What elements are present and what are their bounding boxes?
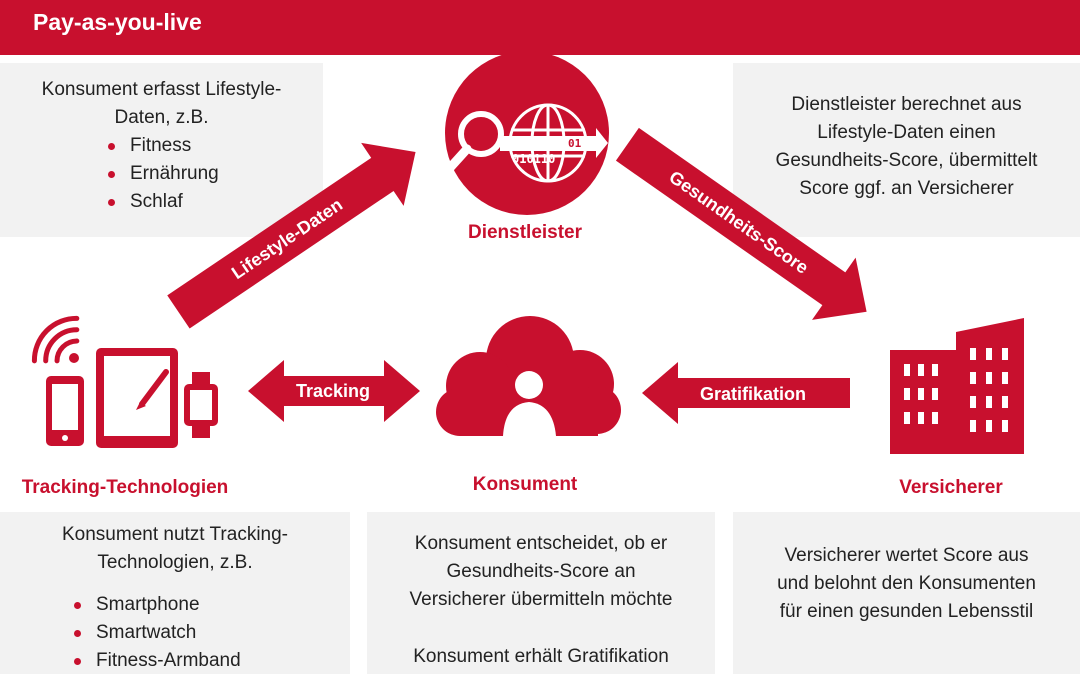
box-line: Versicherer übermitteln möchte [409,589,673,610]
list-item: Fitness [102,132,323,160]
page-title: Pay-as-you-live [33,9,202,35]
arrow-tracking: Tracking [248,360,420,422]
box-text: Konsument entscheidet, ob er Gesundheits… [367,530,715,671]
arrow-gratifikation: Gratifikation [642,362,850,424]
bullet-list: Fitness Ernährung Schlaf [0,132,323,216]
list-item: Smartphone [68,591,350,619]
box-line: Konsument entscheidet, ob er [414,533,668,554]
list-item: Fitness-Armband [68,647,350,674]
konsument-cloud-user-icon [436,316,621,436]
node-label-tracking: Tracking-Technologien [21,477,229,498]
globe-binary-text-right: 01 [568,137,582,150]
header-bar: Pay-as-you-live [0,0,1080,55]
box-footer-line: Konsument erhält Gratifikation [413,646,669,667]
arrow-label-score: Gesundheits-Score [665,167,812,278]
arrow-lifestyle-daten: Lifestyle-Daten [167,142,416,329]
node-label-versicherer: Versicherer [899,477,1003,498]
box-line: Technologien, z.B. [97,552,253,573]
dienstleister-globe-icon: 010110 01 [443,51,609,215]
tracking-devices-icon [31,315,218,448]
box-line: und belohnt den Konsumenten [777,573,1036,594]
arrow-label-gratifikation: Gratifikation [700,384,806,404]
box-text: Konsument erfasst Lifestyle- Daten, z.B. [0,76,323,132]
box-lifestyle-capture: Konsument erfasst Lifestyle- Daten, z.B.… [0,63,323,237]
list-item: Schlaf [102,188,323,216]
arrow-label-lifestyle: Lifestyle-Daten [228,194,346,283]
box-line: für einen gesunden Lebensstil [779,601,1034,622]
box-line: Gesundheits-Score, übermittelt [775,150,1038,171]
box-text: Dienstleister berechnet aus Lifestyle-Da… [733,91,1080,203]
box-line: Score ggf. an Versicherer [799,178,1014,199]
box-line: Konsument nutzt Tracking- [62,524,288,545]
globe-binary-text: 010110 [512,152,555,166]
versicherer-building-icon [890,318,1024,454]
box-tracking-usage: Konsument nutzt Tracking- Technologien, … [0,512,350,674]
box-text: Konsument nutzt Tracking- Technologien, … [0,521,350,577]
list-item: Ernährung [102,160,323,188]
box-text: Versicherer wertet Score aus und belohnt… [733,542,1080,626]
box-score-calculation: Dienstleister berechnet aus Lifestyle-Da… [733,63,1080,237]
box-insurer-reward: Versicherer wertet Score aus und belohnt… [733,512,1080,674]
box-line: Gesundheits-Score an [446,561,636,582]
node-label-konsument: Konsument [472,474,578,495]
box-line: Lifestyle-Daten einen [817,122,996,143]
node-label-dienstleister: Dienstleister [467,222,583,243]
bullet-list: Smartphone Smartwatch Fitness-Armband [0,591,350,674]
box-line: Konsument erfasst Lifestyle- [41,79,282,100]
box-line: Versicherer wertet Score aus [784,545,1029,566]
box-consumer-decision: Konsument entscheidet, ob er Gesundheits… [367,512,715,674]
list-item: Smartwatch [68,619,350,647]
box-line: Dienstleister berechnet aus [791,94,1022,115]
arrow-gesundheits-score: Gesundheits-Score [615,127,867,320]
arrow-label-tracking: Tracking [296,381,370,401]
box-line: Daten, z.B. [114,107,209,128]
